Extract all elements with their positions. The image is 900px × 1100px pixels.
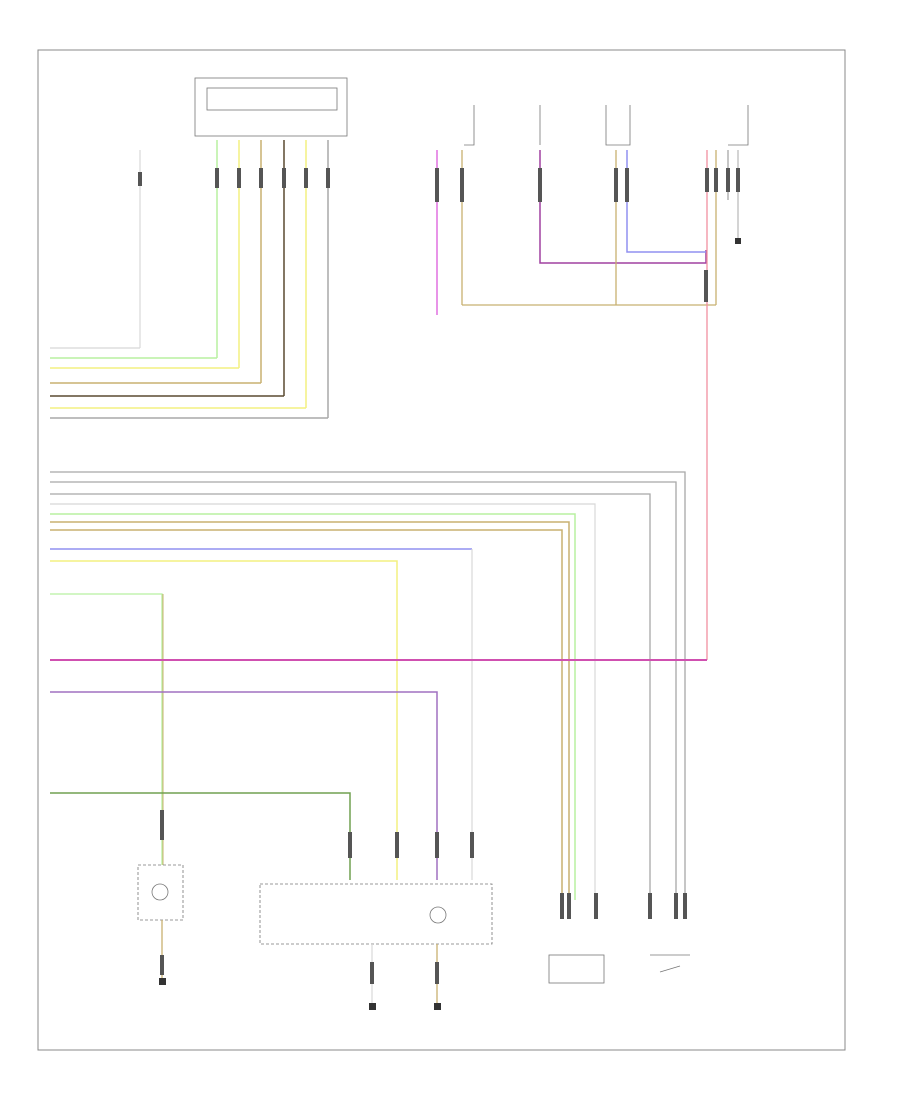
connector [138, 172, 142, 186]
wire-darkgreen [50, 792, 351, 880]
connector [435, 962, 439, 984]
switch-bus-left [50, 347, 328, 419]
top-right-connectors [435, 168, 740, 302]
switch-wires [216, 140, 329, 418]
diagram-frame [37, 49, 846, 1051]
right-ground-terminal [735, 238, 741, 244]
left-taillight [137, 864, 184, 921]
wire-green-taillight [50, 593, 163, 865]
wire-purple-sensor [539, 150, 707, 264]
module-brackets [464, 105, 749, 146]
left-ground-terminal [159, 978, 166, 985]
connector [160, 955, 164, 975]
wire-purple-taillight [50, 691, 438, 880]
lower-right-component-1 [548, 954, 605, 984]
ground-mid-terminal [369, 1003, 376, 1010]
ground-right-terminal [434, 1003, 441, 1010]
lower-right-component-2 [650, 954, 690, 973]
connector [370, 962, 374, 984]
switch-connectors [215, 168, 330, 188]
middle-connectors [160, 810, 687, 919]
middle-bus [50, 471, 686, 900]
tail-module [259, 883, 493, 945]
wire-blue-sensor [626, 150, 706, 253]
light-switch-center [194, 77, 348, 137]
